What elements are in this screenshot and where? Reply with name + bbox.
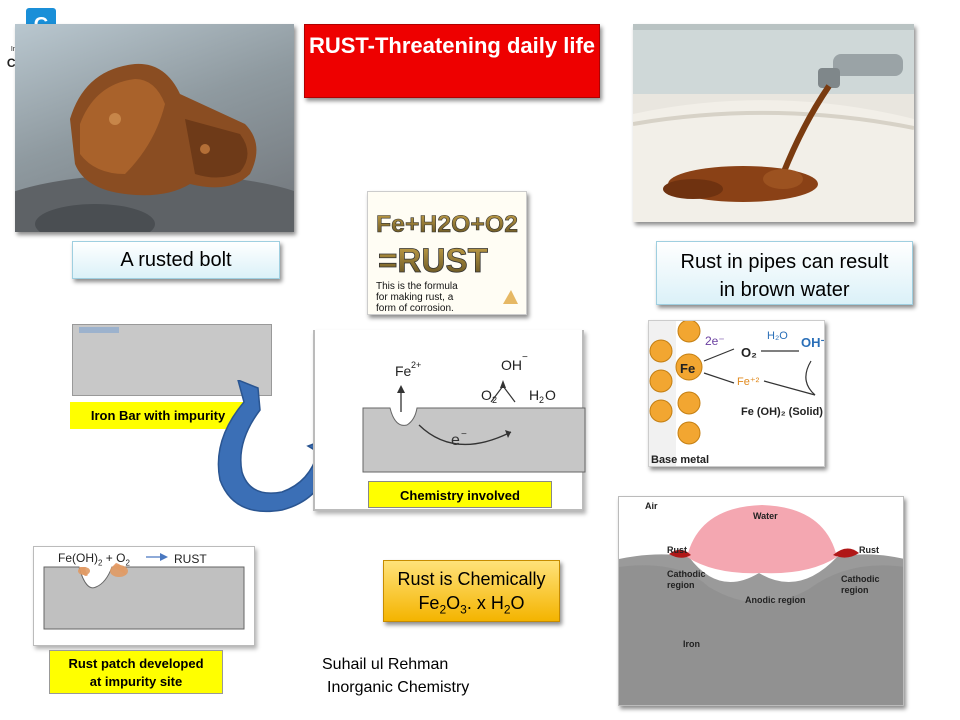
h2o-label: H <box>529 387 539 403</box>
caption-rusted-bolt-text: A rusted bolt <box>120 249 232 271</box>
label-rust-patch-2: at impurity site <box>89 674 183 689</box>
corr-rust-left: Rust <box>667 545 687 555</box>
corr-cath-left-1: Cathodic <box>667 569 706 579</box>
corrosion-cell-diagram: Air Water Rust Rust Cathodic region Cath… <box>618 496 904 706</box>
rust-eq-rust: RUST <box>174 552 207 566</box>
base-oh: OH⁻ <box>801 335 825 350</box>
label-rust-patch: Rust patch developed at impurity site <box>49 650 223 694</box>
rust-chem-o: O <box>446 593 461 613</box>
formula-text-1: This is the formula <box>376 281 458 292</box>
rust-chem-fe-sub: 2 <box>439 602 447 617</box>
rust-eq-sub2: 2 <box>98 558 103 568</box>
label-chemistry-text: Chemistry involved <box>400 488 520 503</box>
rust-chemically-box: Rust is Chemically Fe2O3. x H2O <box>383 560 560 622</box>
electron-sup: − <box>461 429 467 440</box>
rusted-bolt-photo <box>15 24 294 232</box>
h2o-sub: 2 <box>539 395 544 405</box>
corr-cath-right-1: Cathodic <box>841 574 880 584</box>
corr-rust-right: Rust <box>859 545 879 555</box>
caption-pipes-line2: in brown water <box>719 279 850 301</box>
electron-label: e <box>451 432 460 449</box>
rust-chem-h-sub: 2 <box>503 602 511 617</box>
author-dept: Inorganic Chemistry <box>327 679 470 696</box>
o2-label: O <box>481 387 492 403</box>
corr-cath-right-2: region <box>841 585 869 595</box>
rust-chem-fe: Fe <box>418 593 440 613</box>
caption-pipes: Rust in pipes can result in brown water <box>656 241 913 305</box>
rust-patch-diagram: Fe(OH)2 + O2 RUST <box>33 546 255 646</box>
base-o2: O₂ <box>741 345 757 360</box>
fe2-label: Fe <box>395 363 412 379</box>
brown-water-photo <box>633 24 914 222</box>
rust-chem-line1: Rust is Chemically <box>397 569 546 589</box>
rust-equation: Fe(OH)2 + O2 <box>58 551 130 567</box>
rust-chem-end: O <box>510 593 525 613</box>
o2-sub: 2 <box>492 395 497 405</box>
rust-eq-fe: Fe(OH) <box>58 551 98 565</box>
corr-anodic: Anodic region <box>745 595 806 605</box>
rust-chem-formula: Fe2O3. x H2O <box>384 591 559 622</box>
formula-text-2: for making rust, a <box>376 292 454 303</box>
author-name: Suhail ul Rehman <box>322 656 449 673</box>
oh-label: OH <box>501 357 522 373</box>
label-iron-bar-text: Iron Bar with impurity <box>90 408 226 423</box>
fe2-sup: 2+ <box>411 360 421 370</box>
page-title: RUST-Threatening daily life <box>304 24 600 98</box>
rust-eq-plus: + O <box>102 551 126 565</box>
base-h2o: H₂O <box>767 330 788 342</box>
rust-chem-x: . x H <box>466 593 504 613</box>
formula-text-3: form of corrosion. <box>376 303 454 314</box>
h2o-o: O <box>545 387 556 403</box>
caption-pipes-line1: Rust in pipes can result <box>680 251 889 273</box>
base-label: Base metal <box>651 454 709 466</box>
rust-eq-sub-o: 2 <box>125 558 130 568</box>
label-iron-bar: Iron Bar with impurity <box>70 402 246 429</box>
formula-equation: Fe+H2O+O2 <box>376 211 518 238</box>
rust-formula-image: Fe+H2O+O2 =RUST This is the formula for … <box>367 191 527 315</box>
base-fe: Fe <box>680 361 695 376</box>
rust-chem-o-sub: 3 <box>460 602 467 617</box>
corr-water: Water <box>753 511 778 521</box>
base-e2: 2e⁻ <box>705 334 725 348</box>
base-metal-diagram: Fe 2e⁻ O₂ H₂O OH⁻ Fe⁺² Fe (OH)₂ (Solid) … <box>648 320 825 467</box>
chemistry-diagram: Fe 2+ OH − O 2 H 2 O e − <box>313 330 586 511</box>
corr-iron: Iron <box>683 639 700 649</box>
base-fe2: Fe⁺² <box>737 376 760 388</box>
corr-air: Air <box>645 501 658 511</box>
label-chemistry: Chemistry involved <box>368 481 552 508</box>
formula-result: =RUST <box>378 242 488 280</box>
label-rust-patch-1: Rust patch developed <box>68 656 204 671</box>
caption-rusted-bolt: A rusted bolt <box>72 241 280 279</box>
base-product: Fe (OH)₂ (Solid) <box>741 406 823 418</box>
corr-cath-left-2: region <box>667 580 695 590</box>
oh-sup: − <box>522 352 528 363</box>
